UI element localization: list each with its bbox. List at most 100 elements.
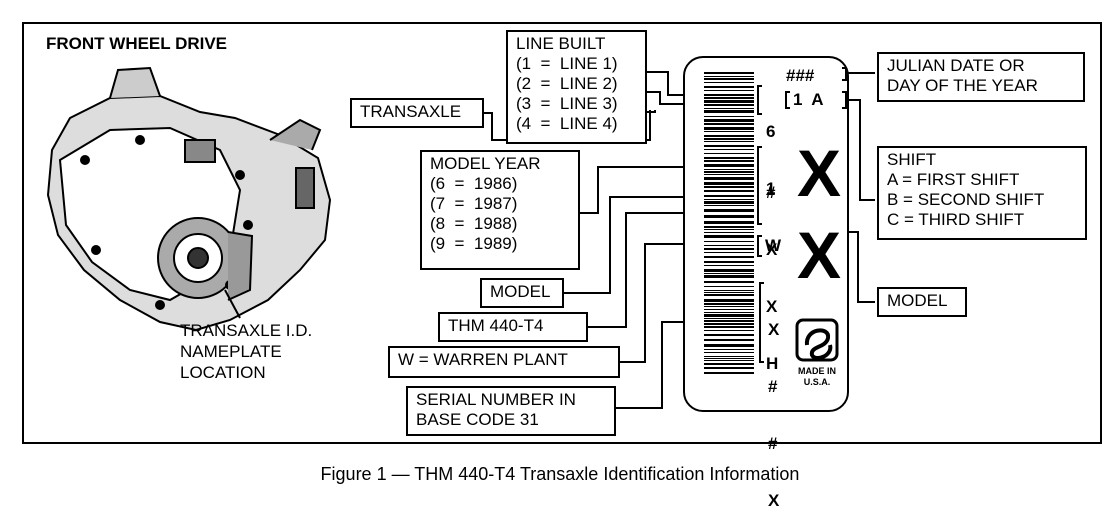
barcode-bar <box>704 290 754 291</box>
barcode-bar <box>704 367 754 369</box>
barcode-bar <box>704 209 754 212</box>
barcode-bar <box>704 177 754 180</box>
barcode-bar <box>704 314 754 317</box>
diagram-frame <box>22 22 1102 444</box>
big-x-top: X <box>797 136 842 210</box>
barcode-bar <box>704 141 754 142</box>
serial-number-box: SERIAL NUMBER IN BASE CODE 31 <box>406 386 616 436</box>
barcode-bar <box>704 330 754 331</box>
barcode-bar <box>704 108 754 109</box>
barcode-bar <box>704 232 754 233</box>
barcode-bar <box>704 138 754 140</box>
barcode-bar <box>704 160 754 162</box>
barcode-bar <box>704 275 754 278</box>
thm-box: THM 440-T4 <box>438 312 588 342</box>
model-year-box: MODEL YEAR (6 = 1986) (7 = 1987) (8 = 19… <box>420 150 580 270</box>
barcode-bar <box>704 334 754 336</box>
barcode-bar <box>704 82 754 83</box>
barcode-bar <box>704 229 754 230</box>
barcode-bar <box>704 269 754 272</box>
transaxle-code: 6 1 <box>766 122 776 198</box>
barcode-bar <box>704 303 754 305</box>
barcode-bar <box>704 245 754 246</box>
barcode-bar <box>704 135 754 137</box>
barcode-bar <box>704 72 754 74</box>
barcode-bar <box>704 164 754 167</box>
barcode-bar <box>704 195 754 197</box>
figure-caption: Figure 1 — THM 440-T4 Transaxle Identifi… <box>320 464 800 484</box>
nameplate-location-label: TRANSAXLE I.D. NAMEPLATE LOCATION <box>180 321 313 382</box>
barcode-bar <box>704 241 754 242</box>
barcode-bar <box>704 292 754 293</box>
barcode-bar <box>704 119 754 122</box>
barcode-bar <box>704 205 754 206</box>
barcode-bar <box>704 226 754 228</box>
warren-plant-box: W = WARREN PLANT <box>388 346 620 378</box>
barcode-bar <box>704 78 754 80</box>
barcode-bar <box>704 261 754 263</box>
transaxle-box: TRANSAXLE <box>350 98 484 128</box>
barcode-bar <box>704 352 754 353</box>
barcode-bar <box>704 153 754 154</box>
transaxle-illustration <box>46 66 332 332</box>
barcode-bar <box>704 344 754 347</box>
barcode-bar <box>704 86 754 88</box>
barcode-bar <box>704 265 754 266</box>
barcode-bar <box>704 358 754 359</box>
big-x-bottom: X <box>797 218 842 292</box>
model-right-box: MODEL <box>877 287 967 317</box>
barcode-bar <box>704 123 754 125</box>
barcode-bar <box>704 299 754 302</box>
line-built-box: LINE BUILT (1 = LINE 1) (2 = LINE 2) (3 … <box>506 30 647 144</box>
barcode-bar <box>704 174 754 175</box>
barcode-bar <box>704 110 754 113</box>
barcode-bar <box>704 235 754 238</box>
barcode-bar <box>704 169 754 170</box>
barcode-bar <box>704 190 754 192</box>
barcode-bar <box>704 281 754 283</box>
barcode-bar <box>704 171 754 173</box>
barcode-bar <box>704 312 754 313</box>
barcode-bar <box>704 323 754 325</box>
barcode-bar <box>704 199 754 200</box>
barcode-bar <box>704 294 754 296</box>
barcode-bar <box>704 97 754 99</box>
barcode-bar <box>704 349 754 350</box>
barcode-bar <box>704 215 754 218</box>
barcode-bar <box>704 116 754 117</box>
barcode-bar <box>704 94 754 96</box>
barcode-bar <box>704 145 754 147</box>
barcode-bar <box>704 320 754 322</box>
barcode-bar <box>704 149 754 150</box>
barcode-bar <box>704 286 754 287</box>
barcode-bar <box>704 306 754 307</box>
barcode-bar <box>704 76 754 77</box>
barcode-bar <box>704 182 754 185</box>
brackets <box>757 67 847 363</box>
barcode-bar <box>704 252 754 253</box>
barcode-bar <box>704 100 754 103</box>
barcode-bar <box>704 372 754 374</box>
barcode-bar <box>704 273 754 274</box>
barcode-bar <box>704 186 754 188</box>
barcode-bar <box>704 221 754 224</box>
plant-code: W <box>765 236 782 255</box>
barcode-bar <box>704 248 754 250</box>
barcode-bar <box>704 201 754 204</box>
barcode-bar <box>704 256 754 258</box>
model-left-box: MODEL <box>480 278 564 308</box>
barcode-bar <box>704 157 754 159</box>
heading: FRONT WHEEL DRIVE <box>46 34 228 53</box>
barcode-bar <box>704 309 754 310</box>
barcode-bar <box>704 104 754 106</box>
logo-badge <box>795 318 839 362</box>
barcode-bar <box>704 131 754 132</box>
julian-date-box: JULIAN DATE OR DAY OF THE YEAR <box>877 52 1085 102</box>
barcode-bar <box>704 326 754 328</box>
julian-code: ### <box>786 66 815 85</box>
line-shift-code: 1 A <box>793 90 824 109</box>
barcode-bar <box>704 127 754 130</box>
shift-box: SHIFT A = FIRST SHIFT B = SECOND SHIFT C… <box>877 146 1087 240</box>
barcode-bar <box>704 363 754 365</box>
leader-lines <box>46 66 875 409</box>
